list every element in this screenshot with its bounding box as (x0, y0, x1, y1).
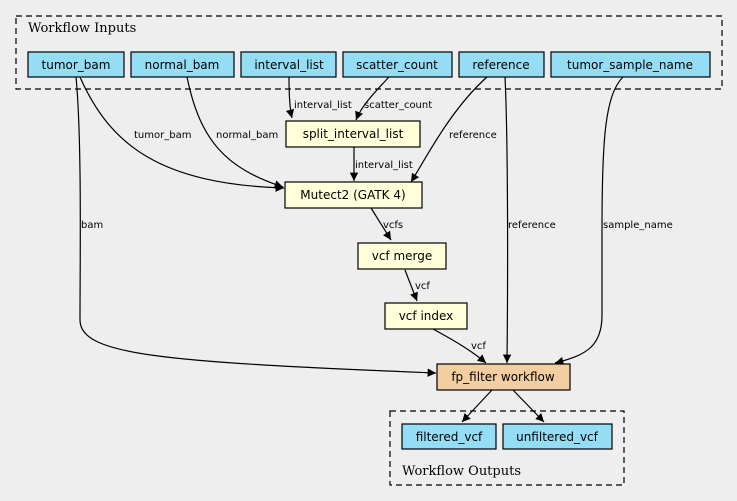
node-normal-bam-label: normal_bam (145, 58, 220, 72)
node-filtered-vcf-label: filtered_vcf (416, 430, 483, 444)
edges (75, 76, 624, 423)
edge-label-bam: bam (81, 220, 103, 231)
node-tumor-sample-name[interactable]: tumor_sample_name (550, 51, 711, 78)
workflow-outputs-label: Workflow Outputs (402, 464, 521, 479)
node-vcf-merge[interactable]: vcf merge (357, 242, 447, 270)
node-tumor-bam-label: tumor_bam (42, 58, 111, 72)
node-reference[interactable]: reference (458, 51, 545, 78)
edge-scatter-count-to-split (355, 76, 390, 121)
node-tumor-bam[interactable]: tumor_bam (27, 51, 125, 78)
edge-tumor-bam-to-mutect (79, 76, 285, 192)
node-scatter-count[interactable]: scatter_count (342, 51, 453, 78)
node-split-interval-list[interactable]: split_interval_list (285, 120, 421, 148)
edge-label-tumor-bam: tumor_bam (134, 130, 191, 141)
node-fp-filter-workflow[interactable]: fp_filter workflow (436, 363, 571, 391)
node-normal-bam[interactable]: normal_bam (130, 51, 235, 78)
edge-labels: interval_list scatter_count tumor_bam no… (81, 100, 673, 352)
node-vcf-index-label: vcf index (399, 309, 454, 323)
workflow-outputs-cluster: Workflow Outputs (389, 410, 625, 486)
edge-reference-to-filter (502, 76, 512, 364)
node-filtered-vcf[interactable]: filtered_vcf (401, 423, 497, 450)
edge-filter-to-filtered-vcf (461, 389, 493, 423)
edge-sample-to-filter (554, 76, 624, 366)
node-unfiltered-vcf-label: unfiltered_vcf (516, 430, 599, 444)
node-fp-filter-workflow-label: fp_filter workflow (451, 370, 555, 384)
edge-label-reference-mutect: reference (449, 130, 497, 141)
node-scatter-count-label: scatter_count (356, 58, 438, 72)
node-interval-list-label: interval_list (254, 58, 324, 72)
edge-label-reference-filter: reference (508, 220, 556, 231)
edge-filter-to-unfiltered-vcf (512, 389, 545, 423)
node-reference-label: reference (472, 58, 529, 72)
edge-normal-bam-to-mutect (186, 76, 284, 189)
edge-label-scatter-count: scatter_count (364, 100, 432, 111)
node-tumor-sample-name-label: tumor_sample_name (567, 58, 693, 72)
node-mutect2-label: Mutect2 (GATK 4) (300, 188, 405, 202)
node-unfiltered-vcf[interactable]: unfiltered_vcf (502, 423, 613, 450)
edge-label-normal-bam: normal_bam (216, 130, 278, 141)
edge-mutect-to-merge (370, 207, 392, 241)
edge-label-interval-list: interval_list (294, 100, 352, 111)
edge-interval-list-to-split (285, 76, 295, 119)
node-vcf-merge-label: vcf merge (372, 249, 433, 263)
node-interval-list[interactable]: interval_list (240, 51, 337, 78)
edge-label-vcfs: vcfs (383, 220, 403, 231)
edge-label-merge-vcf: vcf (415, 281, 430, 292)
edge-label-sample-name: sample_name (603, 220, 673, 231)
workflow-inputs-cluster: Workflow Inputs (15, 15, 723, 90)
edge-label-split-interval-list: interval_list (355, 160, 413, 171)
edge-index-to-filter (432, 328, 487, 364)
workflow-inputs-label: Workflow Inputs (28, 21, 136, 36)
edge-reference-to-mutect (410, 76, 488, 183)
edge-tumor-bam-to-filter (75, 76, 437, 377)
node-vcf-index[interactable]: vcf index (384, 302, 468, 330)
node-mutect2[interactable]: Mutect2 (GATK 4) (284, 181, 423, 209)
edge-merge-to-index (404, 269, 418, 302)
edge-label-index-vcf: vcf (471, 341, 486, 352)
node-split-interval-list-label: split_interval_list (303, 127, 404, 141)
